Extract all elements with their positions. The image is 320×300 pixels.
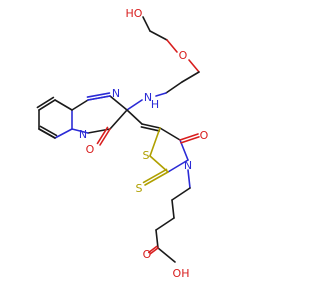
bond-methine-double (140, 126, 161, 132)
atom-n-ring-bridge: N (79, 128, 87, 141)
atom-o-acid-carbonyl: O (143, 248, 152, 261)
atom-n-thiazolidine: N (184, 159, 192, 172)
bond-chain (155, 229, 159, 249)
bond-chain (171, 187, 191, 201)
bond-thione (144, 171, 169, 186)
bond-chain (171, 199, 175, 219)
bond-ring-double (38, 128, 56, 139)
bond-carbonyl (148, 245, 158, 254)
bond-ring (167, 159, 189, 173)
atom-oh-acid: OH (173, 267, 190, 280)
bond-ring-double (39, 125, 58, 137)
bond-layer (36, 16, 200, 263)
bond-carbonyl (180, 136, 200, 144)
atom-o-pyrimidinone: O (86, 143, 95, 156)
bond-thione (142, 168, 168, 184)
bond-carbonyl (179, 133, 199, 141)
atom-s-ring: S (143, 149, 150, 162)
bond-ring (71, 99, 89, 111)
bond-methine (126, 109, 143, 125)
bond-ring (54, 128, 73, 139)
bond-chain (187, 169, 191, 189)
bond-ring (149, 127, 161, 157)
bond-chain (157, 247, 176, 263)
bond-ring-double (36, 96, 55, 109)
atom-h-on-n: H (151, 98, 159, 111)
bond-carbonyl (149, 247, 159, 255)
bond-ring-double (86, 92, 111, 98)
bond-amine (126, 99, 143, 111)
bond-chain (188, 59, 200, 73)
bond-chain (165, 81, 183, 94)
atom-s-thione: S (136, 182, 143, 195)
bond-ring (159, 127, 181, 141)
bond-ring-double (38, 99, 56, 111)
bond-ring (54, 99, 73, 111)
bond-ring-double (87, 95, 111, 101)
atom-nh: N (144, 91, 152, 104)
atom-label-layer: HO O N N H N O O S N S O OH (79, 7, 209, 280)
atom-n-ring-top: N (112, 87, 120, 100)
bond-carbonyl (96, 126, 109, 145)
bond-chain (155, 92, 167, 97)
bond-ring (109, 109, 128, 130)
bond-methine-double (141, 123, 161, 129)
molecule-structure: HO O N N H N O O S N S O OH (36, 7, 209, 280)
bond-chain (166, 39, 178, 53)
atom-o-thiazolidinone: O (200, 129, 209, 142)
bond-chain (142, 16, 151, 32)
bond-chain (155, 217, 175, 231)
bond-ring (71, 128, 89, 134)
bond-carbonyl (99, 128, 111, 146)
bond-chain (149, 30, 168, 41)
atom-ho: HO (126, 7, 143, 20)
bond-ring (109, 95, 128, 111)
atom-o-ether: O (179, 49, 188, 62)
bond-chain (181, 71, 200, 83)
